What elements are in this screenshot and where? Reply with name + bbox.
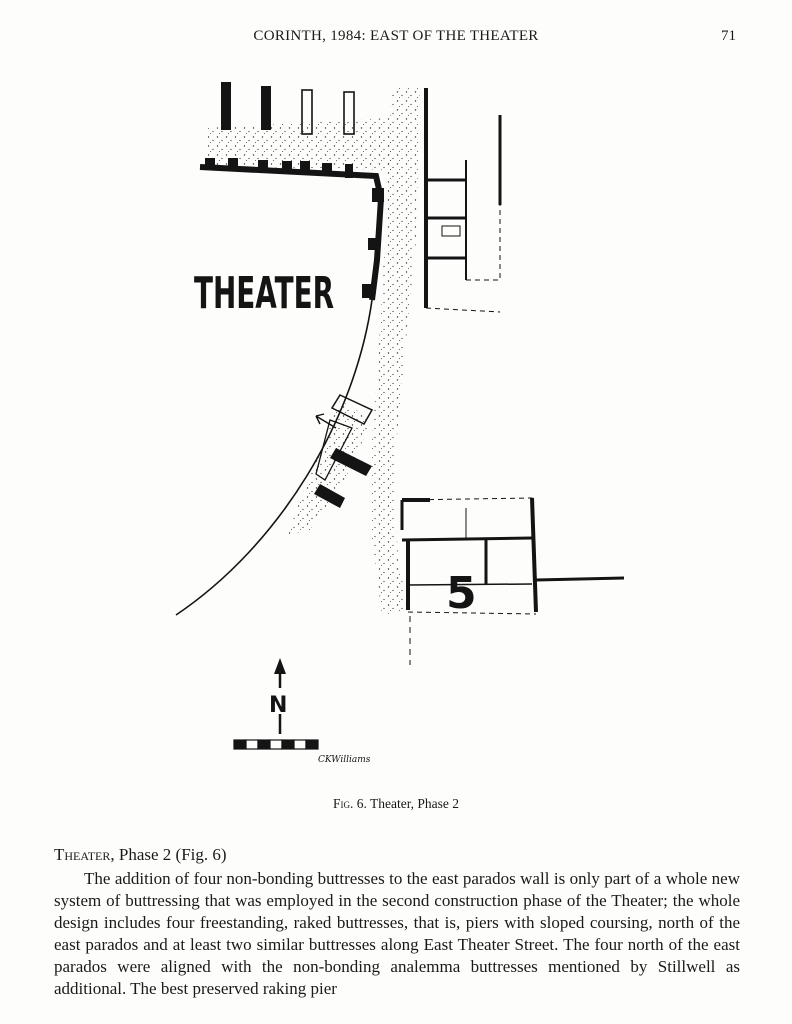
building-east [424, 88, 502, 313]
north-label: N [269, 693, 287, 718]
theater-plan-figure: THEATER 5 N CKWilliams [0, 70, 792, 790]
area-number: 5 [446, 568, 477, 619]
scale-bar [233, 739, 319, 750]
cavea-curve [175, 299, 373, 616]
buttress [261, 86, 271, 130]
signature: CKWilliams [318, 755, 371, 765]
building-5-plan [400, 497, 625, 665]
heading-rest: , Phase 2 (Fig. 6) [110, 845, 227, 864]
heading-small-caps: Theater [54, 845, 111, 864]
direction-arrow-icon [315, 413, 337, 429]
buttress [343, 91, 355, 135]
figure-caption: Fig. 6. Theater, Phase 2 [0, 796, 792, 812]
buttress [301, 89, 313, 135]
buttress [221, 82, 231, 130]
stippled-area-curve [288, 400, 372, 535]
caption-text: 6. Theater, Phase 2 [356, 796, 460, 811]
running-head: CORINTH, 1984: EAST OF THE THEATER 71 [0, 28, 792, 50]
section-heading: Theater, Phase 2 (Fig. 6) [54, 845, 227, 865]
parados-buttresses [205, 158, 384, 298]
caption-fig-label: Fig. [332, 796, 354, 811]
page-number: 71 [721, 28, 736, 44]
east-theater-street [372, 88, 420, 615]
body-paragraph: The addition of four non-bonding buttres… [54, 869, 740, 998]
running-title: CORINTH, 1984: EAST OF THE THEATER [253, 28, 539, 44]
stippled-area-north [208, 118, 392, 170]
north-arrow-icon [274, 658, 286, 734]
raked-buttresses [314, 394, 374, 508]
plan-label-theater: THEATER [194, 268, 334, 319]
